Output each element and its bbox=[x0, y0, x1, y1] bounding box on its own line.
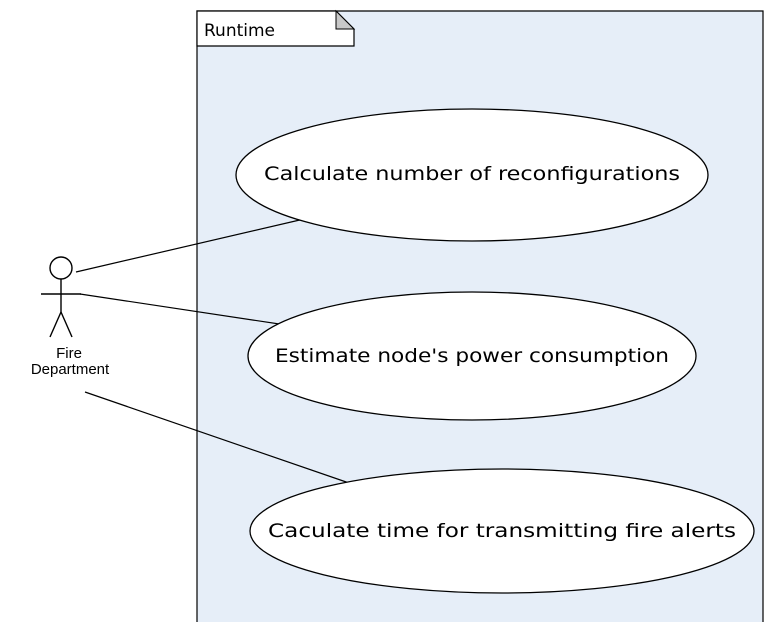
boundary-tab-fold bbox=[335, 9, 356, 30]
actor-label-line1: Fire bbox=[56, 345, 82, 362]
boundary-title: Runtime bbox=[204, 21, 275, 41]
actor-right-leg bbox=[60, 311, 73, 338]
actor-left-leg bbox=[49, 311, 62, 338]
association-line-reconfigurations bbox=[75, 218, 305, 273]
use-case-fire-alerts[interactable]: Caculate time for transmitting fire aler… bbox=[249, 468, 755, 594]
boundary-tab bbox=[196, 10, 355, 47]
use-case-label: Caculate time for transmitting fire aler… bbox=[268, 520, 736, 542]
use-case-label: Estimate node's power consumption bbox=[275, 345, 669, 367]
use-case-ellipse bbox=[249, 468, 755, 594]
use-case-ellipse bbox=[235, 108, 709, 242]
association-line-fire-alerts bbox=[84, 391, 353, 485]
actor-label-line2: Department bbox=[31, 361, 110, 378]
use-case-reconfigurations[interactable]: Calculate number of reconfigurations bbox=[235, 108, 709, 242]
actor-fire-department[interactable]: Fire Department bbox=[31, 256, 110, 378]
association-line-power bbox=[79, 293, 287, 326]
actor-head bbox=[49, 256, 73, 280]
use-case-label: Calculate number of reconfigurations bbox=[264, 163, 680, 185]
system-boundary-frame bbox=[196, 10, 764, 622]
use-case-power-consumption[interactable]: Estimate node's power consumption bbox=[247, 291, 697, 421]
use-case-ellipse bbox=[247, 291, 697, 421]
